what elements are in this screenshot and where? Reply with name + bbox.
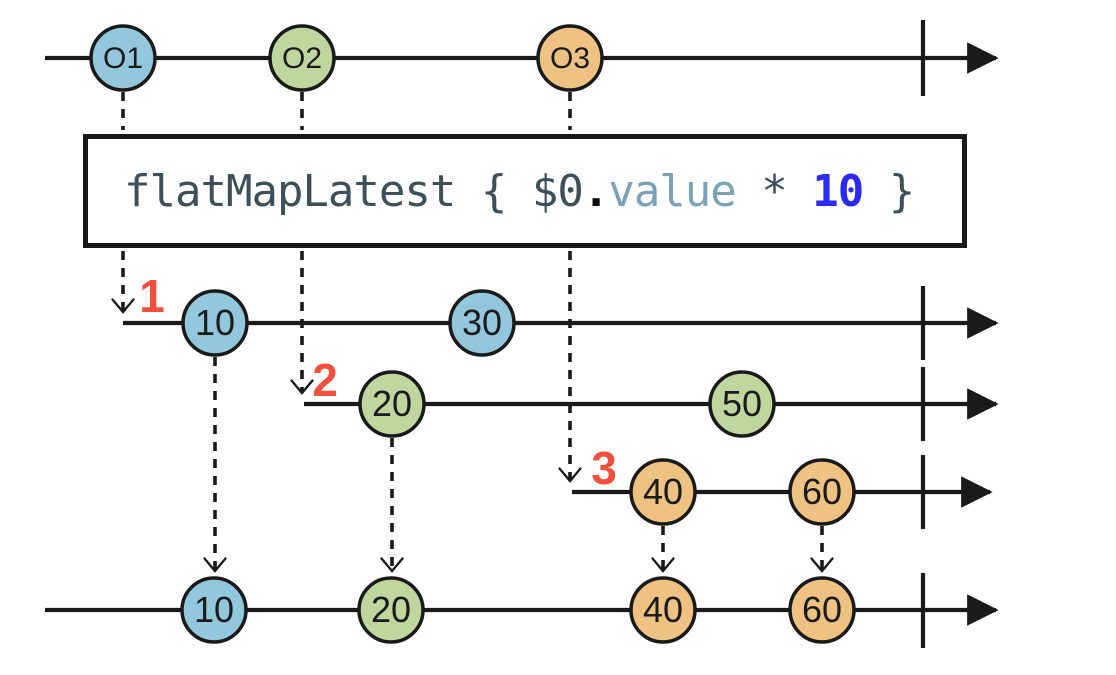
marble-source-o1: O1: [89, 24, 157, 92]
marble-label: O3: [550, 42, 590, 75]
marble-source-o2: O2: [268, 24, 336, 92]
marble-circle: [629, 576, 697, 644]
marble-inner2-20: 20: [358, 370, 426, 438]
code-closing-brace-segment: }: [863, 165, 915, 217]
output-timeline: 10 20 40 60: [45, 573, 999, 648]
marble-label: 30: [462, 302, 502, 343]
marble-circle: [448, 289, 516, 357]
marble-label: 50: [722, 383, 762, 424]
code-operator-segment: *: [735, 165, 813, 217]
inner-timeline-3: 3 40 60: [572, 442, 993, 573]
inner-timeline-1: 1 10 30: [123, 270, 999, 573]
marble-label: 10: [195, 302, 235, 343]
inner-timeline-2: 2 20 50: [304, 354, 999, 573]
marble-circle: [788, 576, 856, 644]
marble-inner3-40: 40: [629, 458, 697, 526]
marble-label: 40: [643, 589, 683, 630]
marble-label: 20: [371, 589, 411, 630]
marble-output-10: 10: [180, 576, 248, 644]
marble-inner2-50: 50: [708, 370, 776, 438]
inner-timeline-1-badge: 1: [139, 270, 165, 322]
marble-circle: [708, 370, 776, 438]
code-number-segment: 10: [812, 165, 864, 217]
marble-label: O1: [103, 42, 143, 75]
operator-code: flatMapLatest { $0.value * 10 }: [124, 165, 915, 217]
inner-timeline-3-badge: 3: [591, 442, 617, 494]
marble-label: O2: [282, 42, 322, 75]
operator-box: flatMapLatest { $0.value * 10 }: [83, 134, 967, 248]
marble-inner1-10: 10: [181, 289, 249, 357]
marble-circle: [180, 576, 248, 644]
inner-timeline-2-badge: 2: [312, 354, 338, 406]
marble-circle: [181, 289, 249, 357]
source-timeline: O1 O2 O3: [45, 20, 999, 96]
marble-source-o3: O3: [536, 24, 604, 92]
marble-label: 20: [372, 383, 412, 424]
code-default-segment: flatMapLatest { $0: [124, 165, 584, 217]
marble-circle: [268, 24, 336, 92]
operator-output-connectors: [111, 251, 582, 483]
marble-inner3-60: 60: [788, 458, 856, 526]
marble-circle: [629, 458, 697, 526]
marble-inner1-30: 30: [448, 289, 516, 357]
marble-label: 10: [194, 589, 234, 630]
operator-input-connectors: [121, 92, 572, 130]
marble-circle: [357, 576, 425, 644]
marble-circle: [788, 458, 856, 526]
marble-label: 60: [802, 589, 842, 630]
marble-circle: [89, 24, 157, 92]
marble-label: 60: [802, 471, 842, 512]
marble-output-20: 20: [357, 576, 425, 644]
code-property-segment: value: [608, 165, 736, 217]
code-dot-segment: .: [582, 165, 609, 217]
marble-label: 40: [643, 471, 683, 512]
marble-circle: [536, 24, 604, 92]
marble-circle: [358, 370, 426, 438]
marble-output-40: 40: [629, 576, 697, 644]
marble-output-60: 60: [788, 576, 856, 644]
